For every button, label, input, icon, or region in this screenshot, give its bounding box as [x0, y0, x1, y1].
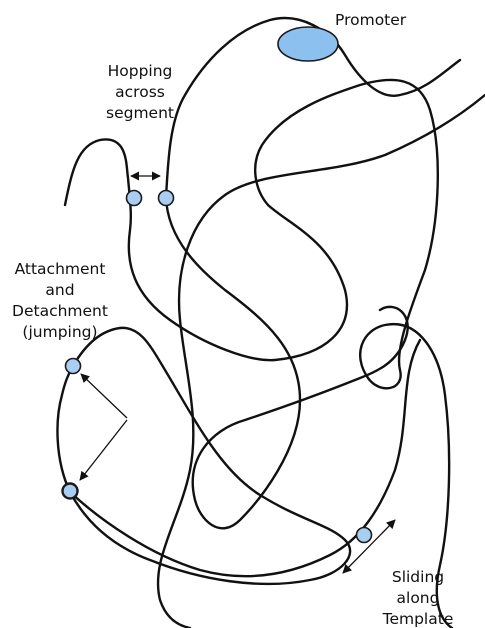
attachment-label: Attachment and Detachment (jumping): [12, 260, 108, 341]
promoter-ellipse: [277, 26, 339, 62]
svg-text:along: along: [397, 589, 440, 607]
svg-text:and: and: [45, 281, 74, 299]
protein-attached: [64, 357, 82, 375]
svg-text:Hopping: Hopping: [108, 62, 173, 80]
hopping-label: Hopping across segment: [106, 62, 174, 122]
dna-strand-promoter-loop: [164, 16, 462, 200]
svg-text:segment: segment: [106, 104, 174, 122]
attachment-arrow-down: [79, 419, 128, 481]
sliding-label: Sliding along Template: [382, 568, 454, 628]
protein-sliding: [355, 526, 373, 544]
promoter-label: Promoter: [335, 11, 407, 29]
protein-detached: [61, 482, 79, 500]
dna-strand-lower-loop: [56, 326, 352, 586]
sliding-arrow: [342, 519, 396, 574]
dna-strand: [63, 78, 454, 628]
svg-text:across: across: [115, 83, 165, 101]
dna-strand-long: [156, 93, 485, 628]
svg-text:Detachment: Detachment: [12, 302, 108, 320]
dna-strand-middle: [164, 196, 409, 530]
svg-text:Template: Template: [382, 610, 454, 628]
attachment-arrow-up: [80, 373, 128, 419]
protein-hopping-left: [125, 189, 143, 207]
svg-text:Attachment: Attachment: [15, 260, 106, 278]
dna-strand-right: [68, 338, 422, 578]
svg-text:Sliding: Sliding: [392, 568, 444, 586]
svg-text:(jumping): (jumping): [22, 323, 97, 341]
protein-hopping-right: [157, 189, 175, 207]
